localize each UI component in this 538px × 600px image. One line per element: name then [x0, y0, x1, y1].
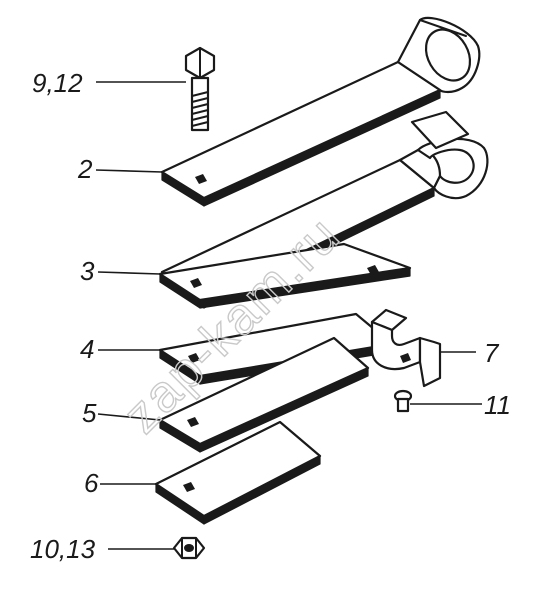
callout-leaf-5: 5 [82, 398, 97, 428]
leaf-hole [195, 174, 207, 184]
callout-bolt: 9,12 [32, 68, 83, 98]
callout-leaf-3: 3 [80, 256, 95, 286]
nut [172, 536, 206, 560]
callout-leaf-6: 6 [84, 468, 99, 498]
leaf-spring-5 [158, 336, 370, 453]
callout-leaf-4: 4 [80, 334, 94, 364]
u-clamp [370, 308, 442, 388]
bolt [184, 46, 216, 132]
leader-lines [95, 81, 482, 550]
callout-clamp: 7 [484, 338, 500, 368]
callout-screw: 11 [484, 390, 511, 420]
leaf-spring-main-eye [160, 16, 481, 207]
leaf-spring-6 [154, 420, 322, 525]
screw [393, 389, 413, 413]
callout-leaf-main: 2 [77, 154, 93, 184]
callout-nut: 10,13 [30, 534, 96, 564]
leaf-spring-3 [158, 242, 412, 309]
